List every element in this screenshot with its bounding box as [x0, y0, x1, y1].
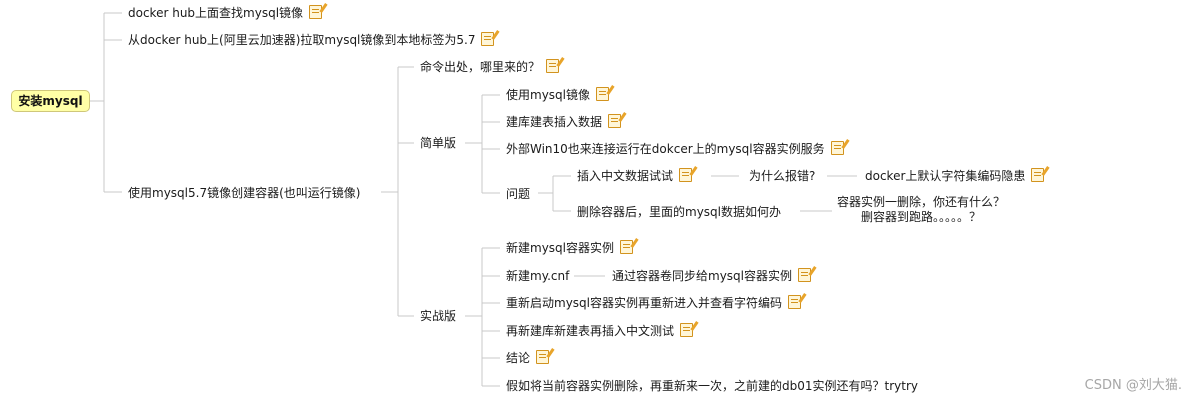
- node-delete-consequence[interactable]: 容器实例一删除，你还有什么？ 删容器到跑路。。。。。？: [837, 195, 1005, 225]
- node-label: 再新建库新建表再插入中文测试: [506, 324, 675, 338]
- node-create-db-table[interactable]: 建库建表插入数据: [506, 114, 622, 130]
- note-pencil-icon[interactable]: [546, 59, 560, 73]
- node-label: 重新启动mysql容器实例再重新进入并查看字符编码: [506, 296, 782, 310]
- node-retest-chinese[interactable]: 再新建库新建表再插入中文测试: [506, 323, 694, 339]
- note-pencil-icon[interactable]: [679, 168, 693, 182]
- node-label: 使用mysql5.7镜像创建容器(也叫运行镜像): [128, 186, 361, 200]
- node-charset-hazard[interactable]: docker上默认字符集编码隐患: [865, 168, 1045, 184]
- root-node[interactable]: 安装mysql: [11, 90, 90, 112]
- node-label: 通过容器卷同步给mysql容器实例: [612, 269, 792, 283]
- node-volume-sync[interactable]: 通过容器卷同步给mysql容器实例: [612, 268, 811, 284]
- node-external-connect[interactable]: 外部Win10也来连接运行在dokcer上的mysql容器实例服务: [506, 141, 844, 157]
- node-docker-hub-search[interactable]: docker hub上面查找mysql镜像: [128, 5, 323, 21]
- node-delete-and-retry[interactable]: 假如将当前容器实例删除，再重新来一次，之前建的db01实例还有吗？trytry: [506, 378, 918, 394]
- node-label: 命令出处，哪里来的？: [420, 60, 541, 74]
- node-pull-image[interactable]: 从docker hub上(阿里云加速器)拉取mysql镜像到本地标签为5.7: [128, 32, 495, 48]
- note-pencil-icon[interactable]: [788, 295, 801, 309]
- note-pencil-icon[interactable]: [1031, 168, 1045, 182]
- node-label: 新建mysql容器实例: [506, 241, 614, 255]
- node-simple-version[interactable]: 简单版: [420, 135, 456, 151]
- node-label: 使用mysql镜像: [506, 88, 590, 102]
- note-pencil-icon[interactable]: [830, 141, 844, 155]
- node-problem[interactable]: 问题: [506, 186, 530, 202]
- node-new-mycnf[interactable]: 新建my.cnf: [506, 268, 569, 284]
- node-label: 插入中文数据试试: [577, 169, 674, 183]
- note-pencil-icon[interactable]: [536, 350, 550, 364]
- node-label: 删除容器后，里面的mysql数据如何办: [577, 205, 781, 219]
- node-create-container[interactable]: 使用mysql5.7镜像创建容器(也叫运行镜像): [128, 185, 360, 201]
- node-conclusion[interactable]: 结论: [506, 350, 550, 366]
- note-pencil-icon[interactable]: [680, 323, 694, 337]
- note-pencil-icon[interactable]: [596, 87, 609, 101]
- note-pencil-icon[interactable]: [608, 114, 622, 128]
- node-delete-container-data[interactable]: 删除容器后，里面的mysql数据如何办: [577, 204, 781, 220]
- node-label: 为什么报错?: [749, 169, 816, 183]
- node-label: 建库建表插入数据: [506, 115, 603, 129]
- node-label: docker hub上面查找mysql镜像: [128, 6, 304, 20]
- node-label: 实战版: [420, 309, 457, 323]
- node-label: 从docker hub上(阿里云加速器)拉取mysql镜像到本地标签为5.7: [128, 33, 476, 47]
- node-command-source[interactable]: 命令出处，哪里来的？: [420, 59, 560, 75]
- node-restart-check-charset[interactable]: 重新启动mysql容器实例再重新进入并查看字符编码: [506, 295, 801, 311]
- node-label-line2: 删容器到跑路。。。。。？: [861, 210, 982, 224]
- node-label: 结论: [506, 351, 531, 365]
- node-use-mysql-image[interactable]: 使用mysql镜像: [506, 87, 609, 103]
- note-pencil-icon[interactable]: [620, 240, 633, 254]
- node-practical-version[interactable]: 实战版: [420, 308, 456, 324]
- node-why-error[interactable]: 为什么报错?: [749, 168, 815, 184]
- note-pencil-icon[interactable]: [798, 268, 811, 282]
- node-label: 新建my.cnf: [506, 269, 570, 283]
- note-pencil-icon[interactable]: [309, 5, 323, 19]
- node-label: 简单版: [420, 136, 457, 150]
- node-label: 外部Win10也来连接运行在dokcer上的mysql容器实例服务: [506, 142, 825, 156]
- node-insert-chinese[interactable]: 插入中文数据试试: [577, 168, 693, 184]
- note-pencil-icon[interactable]: [481, 32, 495, 46]
- node-label: 问题: [506, 187, 531, 201]
- watermark: CSDN @刘大猫.: [1084, 378, 1182, 393]
- node-new-mysql-container[interactable]: 新建mysql容器实例: [506, 240, 633, 256]
- node-label-line1: 容器实例一删除，你还有什么？: [837, 195, 1006, 209]
- node-label: 假如将当前容器实例删除，再重新来一次，之前建的db01实例还有吗？trytry: [506, 379, 918, 393]
- node-label: docker上默认字符集编码隐患: [865, 169, 1026, 183]
